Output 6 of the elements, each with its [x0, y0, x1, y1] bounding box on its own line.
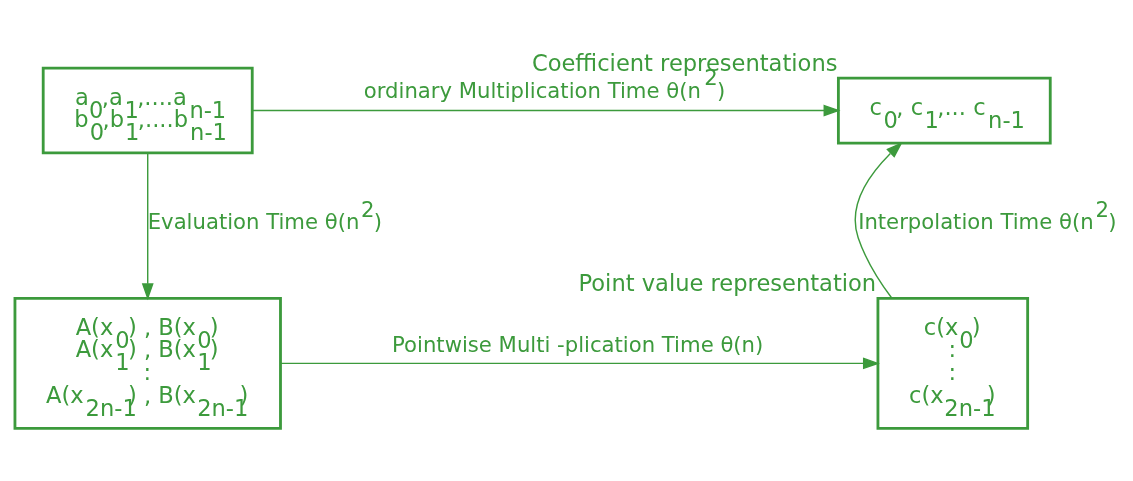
arrow — [141, 152, 154, 301]
node-label: Point value representation — [578, 270, 877, 297]
arrow — [854, 141, 903, 299]
arrow — [251, 104, 841, 117]
arrow — [279, 357, 880, 370]
edge-label: Pointwise Multi -plication Time θ(n) — [392, 332, 764, 358]
